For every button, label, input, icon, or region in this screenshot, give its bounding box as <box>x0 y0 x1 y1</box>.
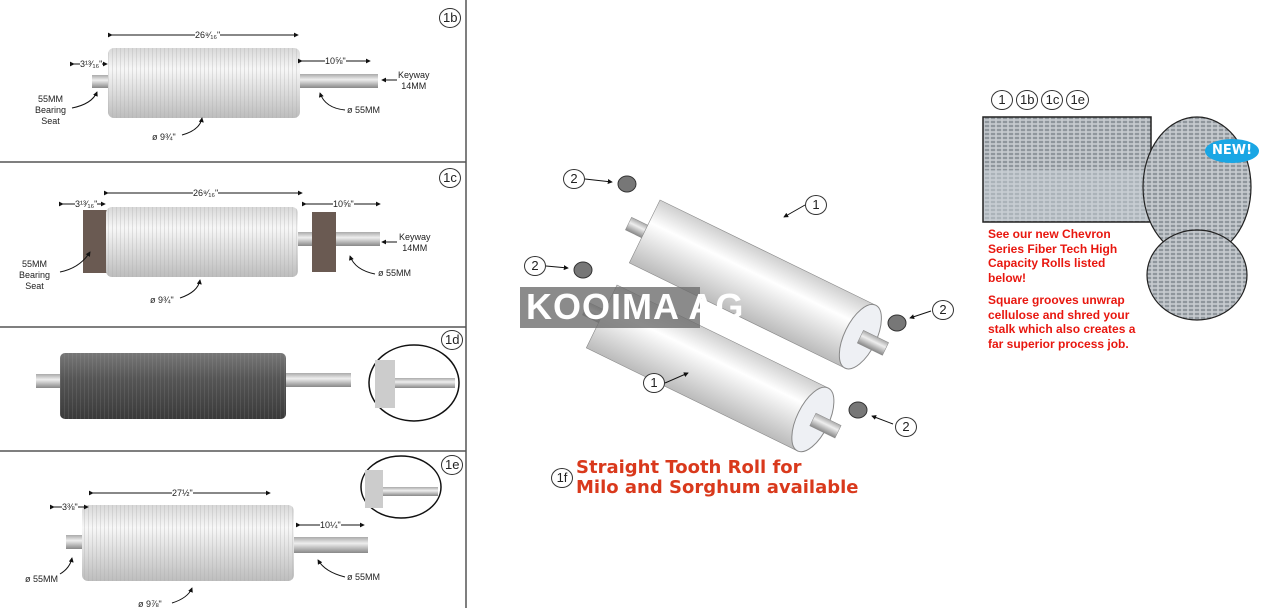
title-line-1: Straight Tooth Roll for <box>576 457 802 478</box>
badge-1e: 1e <box>441 455 464 475</box>
keyway-size: 14MM <box>402 243 428 253</box>
roll-dia: ø 9⅞" <box>138 599 162 609</box>
watermark-logo: KOOIMA AG <box>526 286 745 327</box>
bearing-text: Bearing <box>35 105 67 115</box>
bearing-size: 55MM <box>22 259 48 269</box>
dim-length: 26⁹⁄₁₆" <box>193 188 219 199</box>
dim-right: 10⅝" <box>325 56 346 67</box>
roll-1c <box>58 190 397 299</box>
dim-left: 3¹³⁄₁₆" <box>75 199 98 210</box>
title-line-2: Milo and Sorghum available <box>576 477 859 498</box>
roll-1d <box>36 344 460 422</box>
new-badge: NEW! <box>1205 139 1259 163</box>
straight-tooth-title: Straight Tooth Roll for Milo and Sorghum… <box>576 458 859 498</box>
badge-1c: 1c <box>1041 90 1064 110</box>
roll-dia: ø 9¾" <box>150 295 174 305</box>
chevron-promo-text: See our new Chevron Series Fiber Tech Hi… <box>988 227 1118 285</box>
shaft-dia: ø 55MM <box>378 268 412 278</box>
roll-type-badges: 1 1b 1c 1e <box>991 90 1089 110</box>
chevron-roll-closeups <box>982 116 1252 321</box>
roll-1b <box>69 32 397 136</box>
roll-1e <box>49 455 442 604</box>
badge-1f: 1f <box>551 468 573 488</box>
dim-right: 10⅝" <box>333 199 354 210</box>
shaft-dia: ø 55MM <box>347 105 381 115</box>
keyway-text: Keyway <box>398 70 430 80</box>
callout-roll: 1 <box>805 195 827 215</box>
square-grooves-text: Square grooves unwrap cellulose and shre… <box>988 293 1136 351</box>
dim-left: 3¹³⁄₁₆" <box>80 59 103 70</box>
bearing-icon <box>573 175 907 419</box>
callout-bearing: 2 <box>524 256 546 276</box>
shaft-dia-left: ø 55MM <box>25 574 59 584</box>
promo-text-block: See our new Chevron Series Fiber Tech Hi… <box>988 227 1136 351</box>
keyway-size: 14MM <box>401 81 427 91</box>
badge-1b: 1b <box>1016 90 1039 110</box>
seat-text: Seat <box>25 281 44 291</box>
bearing-size: 55MM <box>38 94 64 104</box>
callout-bearing: 2 <box>563 169 585 189</box>
dim-right: 10¼" <box>320 520 341 531</box>
callout-bearing: 2 <box>895 417 917 437</box>
badge-1c: 1c <box>439 168 461 188</box>
shaft-dia-right: ø 55MM <box>347 572 381 582</box>
badge-1d: 1d <box>441 330 464 350</box>
keyway-text: Keyway <box>399 232 431 242</box>
badge-1e: 1e <box>1066 90 1089 110</box>
callout-roll: 1 <box>643 373 665 393</box>
seat-text: Seat <box>41 116 60 126</box>
dim-length: 27½" <box>172 488 193 499</box>
watermark-bg <box>520 287 700 328</box>
badge-1b: 1b <box>439 8 462 28</box>
dim-length: 26⁹⁄₁₆" <box>195 30 221 41</box>
badge-1: 1 <box>991 90 1013 110</box>
callout-bearing: 2 <box>932 300 954 320</box>
roll-dia: ø 9¾" <box>152 132 176 142</box>
bearing-text: Bearing <box>19 270 51 280</box>
dim-left: 3⅜" <box>62 502 78 513</box>
